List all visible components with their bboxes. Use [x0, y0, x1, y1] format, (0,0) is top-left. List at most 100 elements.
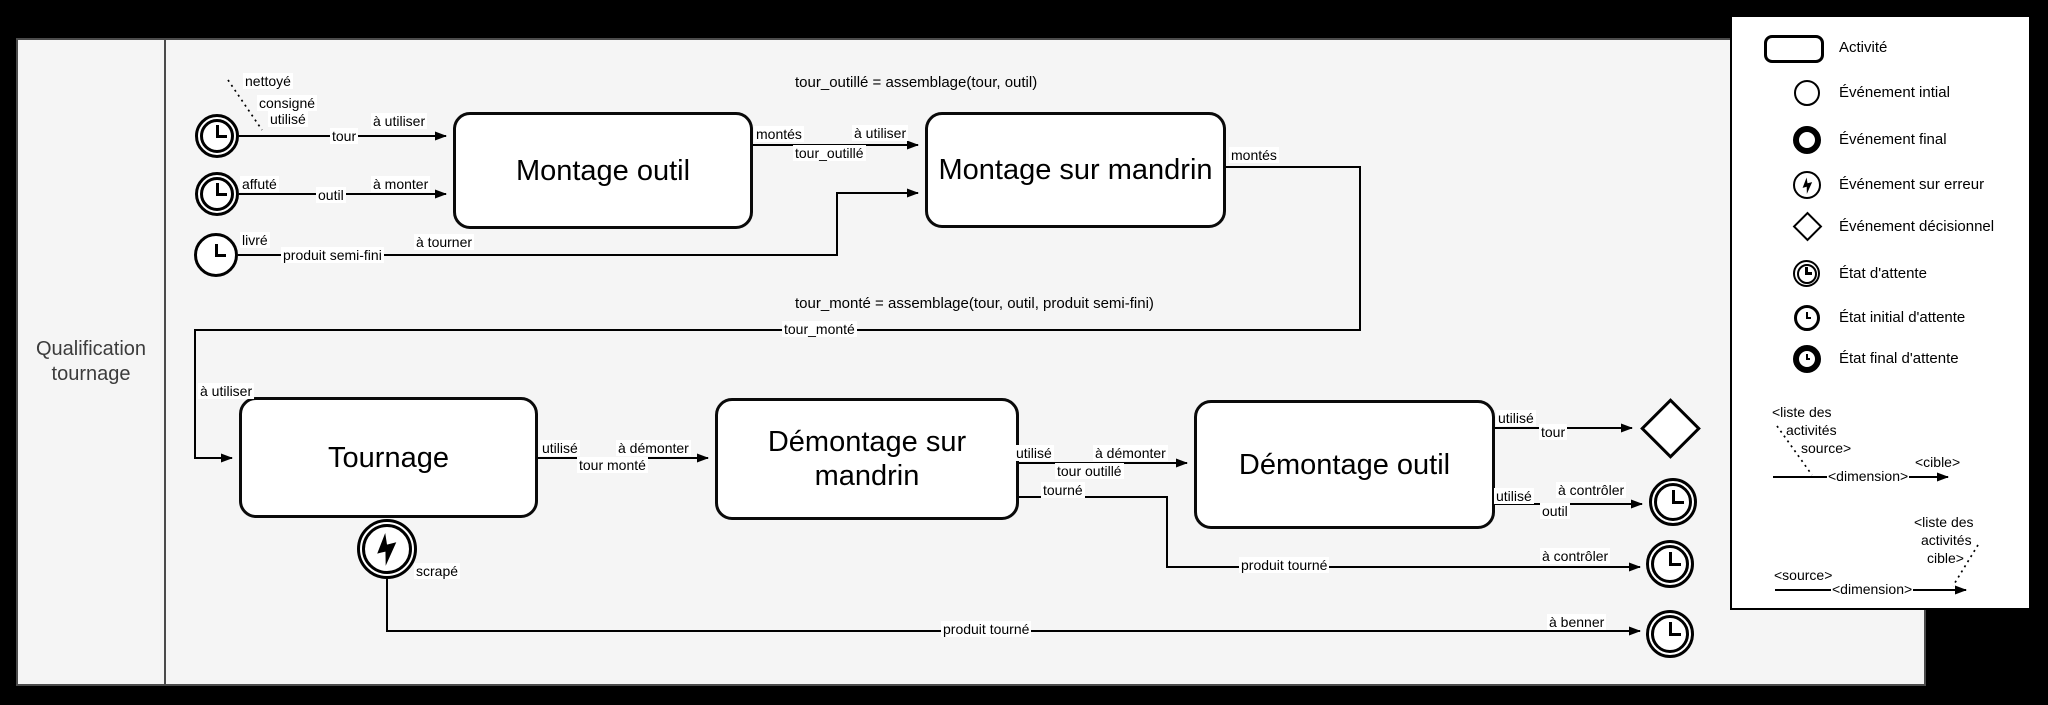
clock-hand	[1805, 316, 1812, 319]
legend-final-event-icon	[1793, 126, 1821, 154]
legend-label-etat-attente: État d'attente	[1839, 265, 1927, 282]
edge-label-a-demonter-1: à démonter	[616, 440, 691, 456]
edge-label-a-tourner: à tourner	[414, 234, 475, 250]
edge-label-consigne: consigné	[257, 95, 318, 111]
edge-label-outil: outil	[316, 187, 346, 203]
clock-hand	[1805, 312, 1808, 319]
clock-hand	[1668, 562, 1681, 566]
activity-demontage-sur-mandrin: Démontage sur mandrin	[715, 398, 1019, 520]
edge-label-tour-monte-flow: tour_monté	[782, 321, 857, 337]
clock-hand	[1668, 632, 1681, 636]
legend-wait-state-icon	[1793, 260, 1820, 287]
activity-montage-sur-mandrin-label: Montage sur mandrin	[938, 154, 1213, 186]
clock-ring	[200, 177, 234, 211]
legend-ann2-source: <source>	[1774, 567, 1833, 583]
lane-title: Qualification tournage	[35, 338, 147, 385]
edge-label-produit-tourne-1: produit tourné	[1239, 557, 1330, 573]
edge-label-a-demonter-2: à démonter	[1093, 445, 1168, 461]
edge-label-a-benner: à benner	[1547, 614, 1607, 630]
legend-label-evenement-erreur: Événement sur erreur	[1839, 176, 1985, 193]
legend-ann1-dimension: <dimension>	[1827, 468, 1910, 485]
edge-label-produit-semi-fini: produit semi-fini	[281, 247, 384, 263]
activity-montage-sur-mandrin: Montage sur mandrin	[925, 112, 1226, 228]
legend-ann2-liste: <liste des	[1914, 514, 1974, 530]
legend-label-evenement-decisionnel: Événement décisionnel	[1839, 218, 1995, 235]
edge-label-a-controler-2: à contrôler	[1540, 548, 1611, 564]
activity-tournage: Tournage	[239, 397, 538, 518]
legend-panel: Activité Événement intial Événement fina…	[1730, 15, 2031, 610]
legend-ann1-source: source>	[1801, 440, 1852, 456]
edge-label-affute: affuté	[240, 176, 279, 192]
activity-demontage-outil-label: Démontage outil	[1238, 448, 1451, 481]
clock-hand	[1671, 500, 1684, 504]
legend-ann1-activites: activités	[1786, 422, 1837, 438]
edge-label-tour-outille: tour_outillé	[793, 145, 866, 161]
annotation-assemblage-outille: tour_outillé = assemblage(tour, outil)	[795, 74, 1038, 91]
edge-label-a-utiliser-2: à utiliser	[852, 125, 909, 141]
edge-label-tour-outille-2: tour outillé	[1055, 463, 1124, 479]
legend-label-activite: Activité	[1839, 39, 1888, 56]
clock-hand	[1671, 489, 1675, 503]
clock-ring	[1796, 263, 1817, 284]
wait-state-outil-clock-icon	[195, 172, 239, 216]
edge-label-outil-2: outil	[1540, 503, 1570, 519]
wait-state-tour-clock-icon	[195, 114, 239, 158]
clock-hand	[1805, 354, 1808, 360]
clock-hand	[215, 124, 219, 137]
wait-state-benner-clock-icon	[1646, 610, 1694, 658]
clock-ring	[1654, 483, 1692, 521]
wait-state-controler-outil-clock-icon	[1649, 478, 1697, 526]
activity-demontage-outil: Démontage outil	[1194, 400, 1495, 529]
edge-label-tourne: tourné	[1041, 482, 1085, 498]
edge-label-utilise-1: utilisé	[540, 440, 580, 456]
activity-tournage-label: Tournage	[328, 441, 449, 474]
edge-label-montes: montés	[754, 126, 804, 142]
legend-ann2-activites: activités	[1921, 532, 1972, 548]
activity-montage-outil: Montage outil	[453, 112, 753, 229]
legend-label-etat-final-attente: État final d'attente	[1839, 350, 1959, 367]
legend-label-evenement-final: Événement final	[1839, 131, 1947, 148]
clock-ring	[1651, 615, 1689, 653]
error-event-ring	[362, 524, 412, 574]
annotation-assemblage-monte: tour_monté = assemblage(tour, outil, pro…	[795, 295, 1154, 312]
edge-label-produit-tourne-2: produit tourné	[941, 621, 1032, 637]
activity-demontage-sur-mandrin-label: Démontage sur mandrin	[767, 426, 967, 492]
legend-decision-event-icon	[1792, 211, 1823, 242]
clock-hand	[1668, 621, 1672, 635]
clock-hand	[1805, 272, 1812, 275]
legend-ann2-cible: cible>	[1927, 550, 1964, 566]
edge-label-a-utiliser: à utiliser	[371, 113, 428, 129]
clock-hand	[214, 243, 218, 256]
legend-label-etat-initial-attente: État initial d'attente	[1839, 309, 1966, 326]
legend-activity-icon	[1764, 35, 1824, 63]
edge-label-tour: tour	[330, 128, 359, 144]
edge-label-a-utiliser-3: à utiliser	[198, 383, 255, 399]
error-lightning-icon	[377, 533, 397, 566]
clock-hand	[1805, 266, 1808, 274]
clock-ring	[200, 119, 234, 153]
initial-wait-state-produit-clock-icon	[194, 233, 238, 277]
legend-ann2-dimension: <dimension>	[1831, 581, 1914, 598]
clock-hand	[1668, 551, 1672, 565]
legend-label-evenement-intial: Événement intial	[1839, 84, 1950, 101]
edge-label-montes-2: montés	[1229, 147, 1279, 163]
lane-header: Qualification tournage	[18, 40, 166, 684]
legend-initial-wait-state-icon	[1794, 305, 1820, 331]
clock-hand	[215, 134, 227, 138]
edge-label-scrape: scrapé	[414, 563, 461, 579]
edge-label-a-monter: à monter	[371, 176, 431, 192]
clock-ring	[1651, 545, 1689, 583]
clock-hand	[215, 192, 227, 196]
legend-initial-event-icon	[1794, 80, 1820, 106]
legend-final-wait-state-icon	[1793, 345, 1821, 373]
legend-error-event-icon	[1793, 171, 1821, 199]
edge-label-utilise-tour: utilisé	[268, 111, 308, 127]
edge-label-tour-monte: tour monté	[577, 457, 648, 473]
legend-ann1-cible: <cible>	[1914, 454, 1962, 471]
error-event-icon	[357, 519, 417, 579]
edge-label-utilise-2: utilisé	[1014, 445, 1054, 461]
clock-hand	[214, 253, 226, 257]
legend-error-lightning-icon	[1802, 177, 1812, 194]
edge-label-livre: livré	[240, 232, 270, 248]
